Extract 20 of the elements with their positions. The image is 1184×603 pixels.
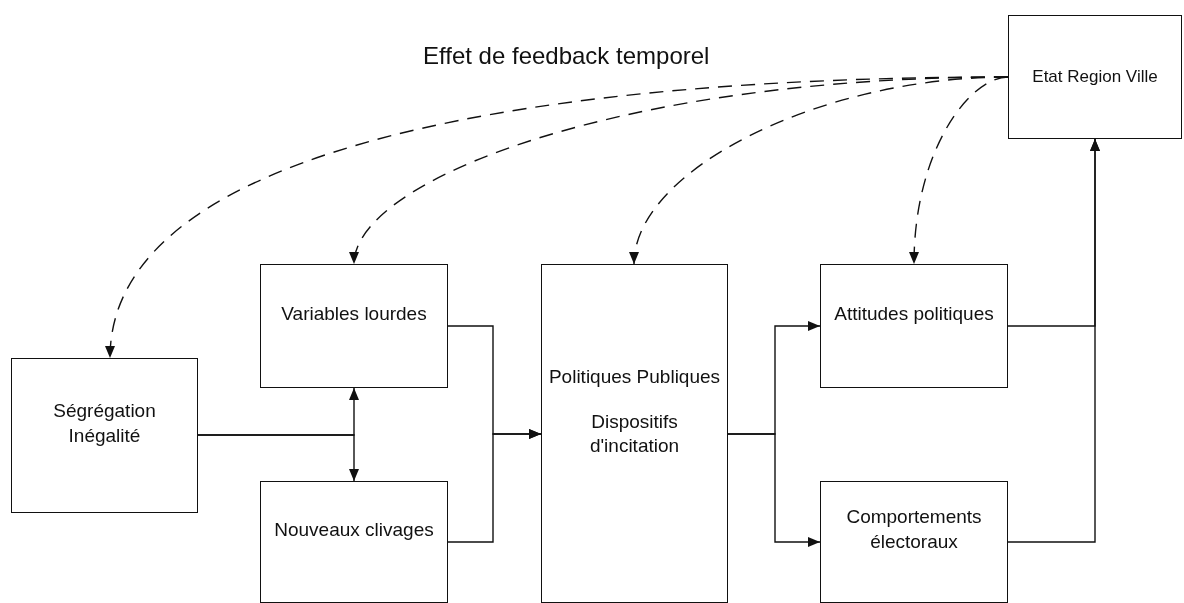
node-text: Nouveaux clivages <box>274 517 434 542</box>
arrow <box>447 429 542 543</box>
process-box <box>541 264 728 603</box>
node-text: Attitudes politiques <box>834 301 994 326</box>
node-text: Etat Region Ville <box>1032 65 1158 88</box>
node-text: Variables lourdes <box>281 301 427 326</box>
node-text: Dispositifs d'incitation <box>588 409 681 459</box>
process-box <box>260 264 448 388</box>
process-box <box>820 264 1008 388</box>
process-box <box>1008 15 1182 139</box>
node-text: Politiques Publiques <box>548 365 721 389</box>
process-box <box>260 481 448 603</box>
arrow <box>727 433 821 547</box>
process-box <box>820 481 1008 603</box>
arrow <box>197 434 359 482</box>
process-box <box>11 358 198 513</box>
annotation-text: Effet de feedback temporel <box>423 42 710 70</box>
node-text: Comportements électoraux <box>845 505 983 554</box>
node-text: Ségrégation Inégalité <box>52 398 157 448</box>
arrow <box>1007 138 1100 543</box>
